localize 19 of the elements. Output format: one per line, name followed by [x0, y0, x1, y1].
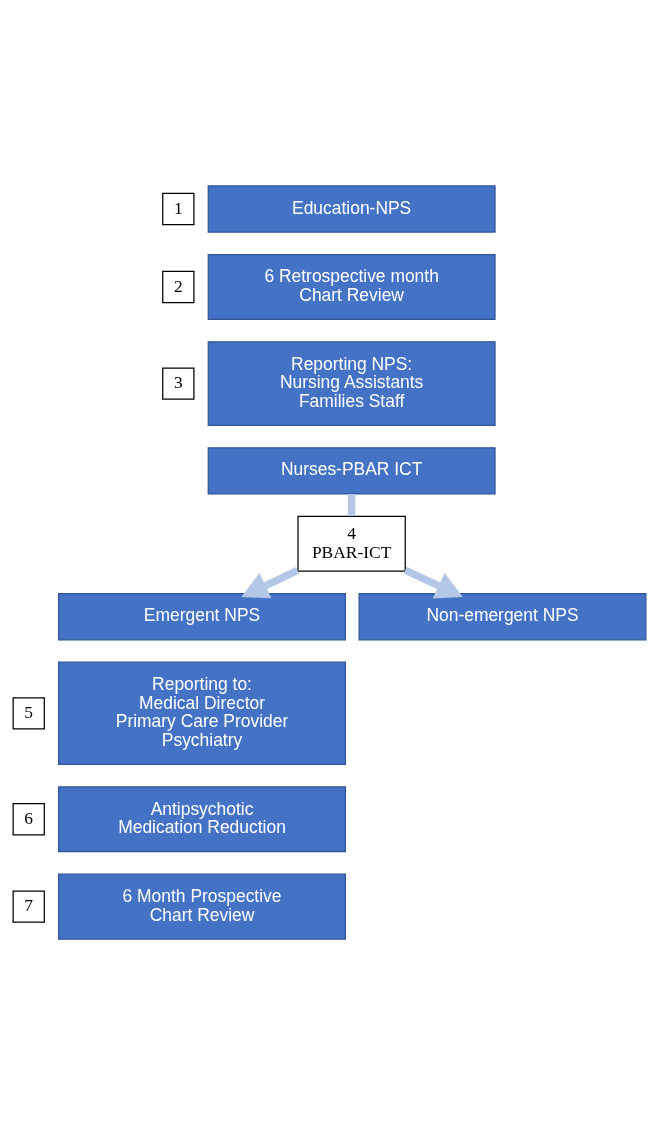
node-label: 3 [173, 371, 183, 392]
node-box: 6 Retrospective month Chart Review [207, 253, 496, 320]
node-label: 6 [24, 807, 34, 828]
node-box: 6 Month Prospective Chart Review [58, 873, 347, 940]
node-label: 7 [24, 894, 34, 915]
node-box: Education-NPS [207, 184, 496, 233]
arrow [403, 566, 463, 598]
node-box: Antipsychotic Medication Reduction [58, 785, 347, 852]
node-box: Emergent NPS [58, 592, 347, 640]
node-box: Reporting NPS: Nursing Assistants Families Staff [207, 340, 496, 426]
node-box: Nurses-PBAR ICT [207, 446, 496, 495]
arrow [241, 566, 300, 598]
node-label: 1 [173, 197, 183, 218]
node-box: Reporting to: Medical Director Primary Care Provider Psychiatry [58, 661, 347, 765]
node-box: Non-emergent NPS [358, 592, 647, 640]
node-box: 4 PBAR-ICT [297, 515, 406, 572]
node-label: 5 [24, 701, 34, 722]
connector [347, 493, 356, 516]
node-label: 2 [173, 275, 183, 296]
